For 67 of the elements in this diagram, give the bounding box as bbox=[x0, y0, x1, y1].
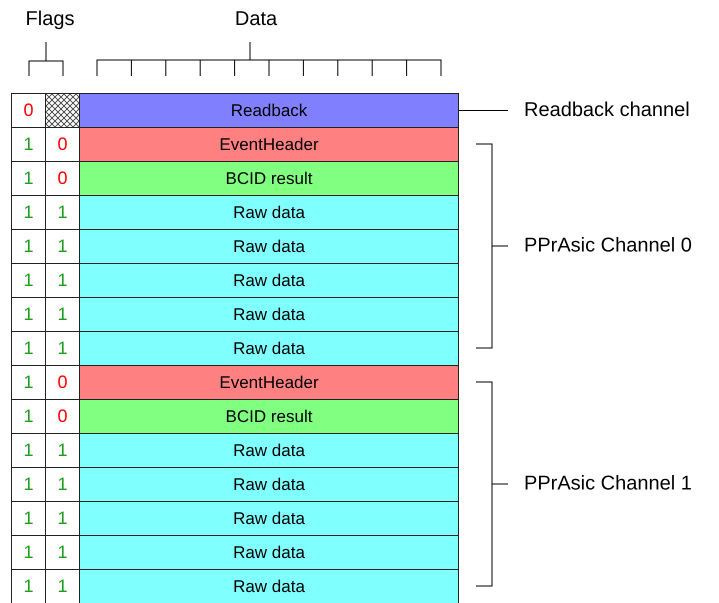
flag-value: 1 bbox=[23, 304, 34, 325]
word-type: Raw data bbox=[233, 304, 305, 324]
word-type: Raw data bbox=[233, 202, 305, 222]
channel-label: Readback channel bbox=[508, 93, 690, 128]
flag-value: 1 bbox=[23, 134, 34, 155]
flag-value: 0 bbox=[23, 100, 34, 121]
flag-value: 1 bbox=[23, 236, 34, 257]
word-type: EventHeader bbox=[219, 372, 319, 392]
word-type: Raw data bbox=[233, 542, 305, 562]
data-cell bbox=[79, 433, 459, 468]
data-cell bbox=[79, 501, 459, 536]
flag-value: 1 bbox=[57, 202, 68, 223]
data-cell bbox=[79, 229, 459, 264]
column-heading: Flags bbox=[26, 8, 74, 31]
data-cell bbox=[79, 331, 459, 366]
hatched-cell bbox=[45, 93, 80, 128]
flag-value: 1 bbox=[57, 576, 68, 597]
data-cell bbox=[79, 263, 459, 298]
data-cell bbox=[79, 297, 459, 332]
group-label: PPrAsic Channel 1 bbox=[524, 472, 692, 496]
flag-value: 1 bbox=[23, 474, 34, 495]
column-heading: Data bbox=[234, 8, 278, 31]
flag-value: 1 bbox=[23, 542, 34, 563]
flag-value: 1 bbox=[23, 508, 34, 529]
leader-line bbox=[458, 110, 508, 111]
data-cell bbox=[79, 569, 459, 603]
flag-value: 1 bbox=[23, 440, 34, 461]
flag-value: 1 bbox=[57, 304, 68, 325]
word-type: BCID result bbox=[226, 406, 312, 426]
data-cell bbox=[79, 399, 459, 434]
flag-value: 0 bbox=[57, 134, 68, 155]
flag-value: 1 bbox=[23, 338, 34, 359]
flag-value: 0 bbox=[57, 372, 68, 393]
word-type: Raw data bbox=[233, 440, 305, 460]
word-type: Raw data bbox=[233, 338, 305, 358]
word-type: EventHeader bbox=[219, 134, 319, 154]
flag-value: 1 bbox=[57, 270, 68, 291]
word-type: Raw data bbox=[233, 236, 305, 256]
flag-value: 0 bbox=[57, 168, 68, 189]
flag-value: 1 bbox=[57, 474, 68, 495]
flag-value: 1 bbox=[23, 270, 34, 291]
data-cell bbox=[79, 535, 459, 570]
flag-value: 0 bbox=[57, 406, 68, 427]
word-type: Readback bbox=[230, 100, 308, 120]
flag-value: 1 bbox=[57, 542, 68, 563]
data-cell bbox=[79, 93, 459, 128]
data-cell bbox=[79, 127, 459, 162]
data-cell bbox=[79, 365, 459, 400]
flag-value: 1 bbox=[57, 508, 68, 529]
word-type: BCID result bbox=[226, 168, 312, 188]
flag-value: 1 bbox=[23, 168, 34, 189]
flag-value: 1 bbox=[23, 202, 34, 223]
word-type: Raw data bbox=[233, 508, 305, 528]
flag-value: 1 bbox=[57, 440, 68, 461]
flag-value: 1 bbox=[23, 576, 34, 597]
flag-value: 1 bbox=[23, 372, 34, 393]
word-type: Raw data bbox=[233, 270, 305, 290]
word-type: Raw data bbox=[233, 576, 305, 596]
flag-value: 1 bbox=[57, 338, 68, 359]
flag-value: 1 bbox=[57, 236, 68, 257]
flag-cell bbox=[11, 93, 46, 128]
group-label: PPrAsic Channel 0 bbox=[524, 234, 692, 258]
data-cell bbox=[79, 161, 459, 196]
flag-value: 1 bbox=[23, 406, 34, 427]
word-type: Raw data bbox=[233, 474, 305, 494]
data-cell bbox=[79, 467, 459, 502]
data-cell bbox=[79, 195, 459, 230]
